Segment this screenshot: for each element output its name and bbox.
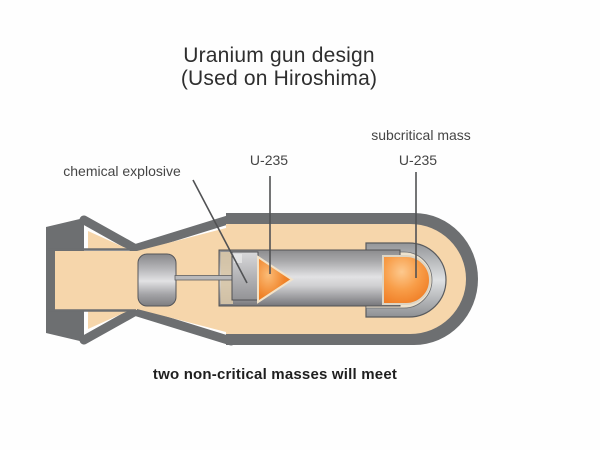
label-subcritical-mass: subcritical mass [371, 127, 471, 143]
page-title: Uranium gun design (Used on Hiroshima) [181, 44, 377, 90]
u235-subcritical-mass [382, 255, 431, 305]
title-line-1: Uranium gun design [183, 44, 375, 67]
chemical-explosive-leader-line [192, 179, 248, 284]
caption: two non-critical masses will meet [152, 366, 398, 383]
label-chemical-explosive: chemical explosive [63, 163, 181, 179]
title-line-2: (Used on Hiroshima) [180, 67, 378, 90]
explosive-charge [231, 251, 259, 301]
push-rod [174, 275, 235, 281]
label-u235-target: U-235 [398, 152, 438, 168]
piston [137, 253, 177, 307]
leader-lines [192, 172, 417, 284]
u235-projectile [257, 255, 294, 304]
label-u235-projectile: U-235 [249, 152, 289, 168]
